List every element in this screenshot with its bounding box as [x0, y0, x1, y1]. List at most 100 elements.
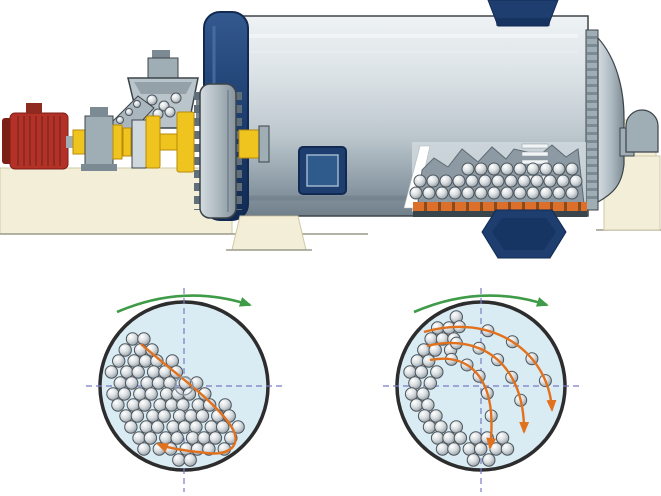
coupling-shaft	[159, 133, 178, 151]
grinding-ball	[500, 162, 514, 176]
grinding-ball	[195, 409, 210, 423]
grinding-ball	[183, 453, 197, 467]
grinding-ball	[466, 453, 481, 467]
grinding-ball	[434, 420, 448, 434]
grinding-ball	[487, 186, 501, 200]
grinding-ball	[422, 354, 436, 368]
feed-ball	[116, 116, 124, 124]
grinding-ball	[448, 186, 462, 200]
grinding-ball	[151, 420, 165, 434]
grinding-ball	[543, 174, 557, 188]
coupling-b1	[112, 124, 123, 160]
pinion-gear	[194, 83, 242, 219]
grinding-ball	[552, 186, 566, 200]
grinding-ball	[426, 174, 440, 188]
grinding-ball	[176, 398, 190, 412]
grinding-ball	[500, 186, 514, 200]
grinding-ball	[124, 420, 138, 434]
rotation-arrow	[116, 294, 252, 314]
grinding-ball	[409, 186, 423, 200]
motor-shaft	[66, 136, 74, 148]
bearing-cap	[625, 109, 659, 153]
rotation-arrow	[413, 294, 549, 314]
grinding-ball	[198, 387, 212, 401]
grinding-ball	[491, 174, 505, 188]
grinding-ball	[125, 376, 139, 390]
feed-ball	[170, 92, 182, 104]
coupling-c1	[145, 115, 161, 169]
grinding-ball	[439, 174, 453, 188]
grinding-ball	[565, 162, 579, 176]
grinding-ball	[474, 442, 488, 456]
grinding-ball	[170, 431, 184, 445]
grinding-ball	[556, 174, 570, 188]
grinding-ball	[151, 376, 166, 390]
grinding-ball	[552, 162, 566, 176]
grinding-ball	[539, 162, 553, 176]
grinding-ball	[408, 376, 422, 390]
ring-gear-bottom	[481, 209, 567, 259]
grinding-ball	[138, 354, 153, 368]
grinding-ball	[422, 420, 437, 434]
grinding-ball	[489, 442, 503, 456]
feed-ball	[164, 106, 176, 118]
grinding-ball	[413, 174, 427, 188]
grinding-ball	[565, 186, 579, 200]
grinding-ball	[539, 186, 553, 200]
grinding-ball	[118, 343, 132, 357]
grinding-ball	[435, 442, 450, 456]
motor-terminal-box	[26, 103, 42, 114]
machine-section	[0, 0, 661, 259]
grinding-ball	[504, 174, 518, 188]
grinding-ball	[164, 398, 179, 412]
grinding-ball	[495, 431, 510, 445]
grinding-ball	[145, 343, 159, 357]
grinding-ball	[137, 442, 151, 456]
grinding-ball	[104, 365, 119, 379]
cutaway-balls	[409, 162, 583, 200]
diagram-cataracting	[383, 288, 580, 492]
cutaway	[403, 142, 587, 217]
grinding-ball	[423, 376, 437, 390]
grinding-ball	[208, 431, 223, 445]
grinding-ball	[526, 186, 540, 200]
grinding-ball	[416, 387, 430, 401]
grinding-ball	[452, 174, 466, 188]
motor-fins	[17, 116, 61, 166]
coupling-c2	[176, 111, 195, 173]
grinding-ball	[435, 186, 449, 200]
manhole-hatch	[298, 146, 347, 195]
feed-ball	[125, 108, 133, 116]
grinding-ball	[461, 162, 475, 176]
grinding-ball	[163, 376, 177, 390]
coupling-b2	[122, 127, 132, 157]
grinding-ball	[513, 186, 527, 200]
flow-arrow	[426, 341, 530, 434]
flow-arrow	[423, 325, 557, 412]
grinding-ball	[465, 174, 479, 188]
grinding-ball	[429, 409, 443, 423]
grinding-ball	[461, 186, 475, 200]
grinding-ball	[143, 431, 158, 445]
bearing-block	[131, 119, 147, 169]
grinding-ball	[137, 332, 151, 346]
grinding-ball	[216, 420, 230, 434]
grinding-ball	[517, 174, 531, 188]
feed-ball	[146, 94, 158, 106]
grinding-ball	[138, 398, 152, 412]
grinding-ball	[500, 442, 515, 456]
grinding-ball	[447, 442, 461, 456]
grinding-ball	[453, 431, 468, 445]
pinion-shaft-coupling	[238, 129, 260, 159]
grinding-ball	[409, 398, 424, 412]
grinding-ball	[430, 365, 444, 379]
grinding-ball	[117, 387, 132, 401]
base-left	[0, 167, 233, 235]
axle-circle	[174, 376, 194, 396]
grinding-ball	[144, 387, 158, 401]
grinding-ball	[526, 162, 540, 176]
grinding-ball	[478, 174, 492, 188]
grinding-ball	[513, 162, 527, 176]
gear-body	[199, 83, 237, 219]
grinding-ball	[482, 453, 496, 467]
